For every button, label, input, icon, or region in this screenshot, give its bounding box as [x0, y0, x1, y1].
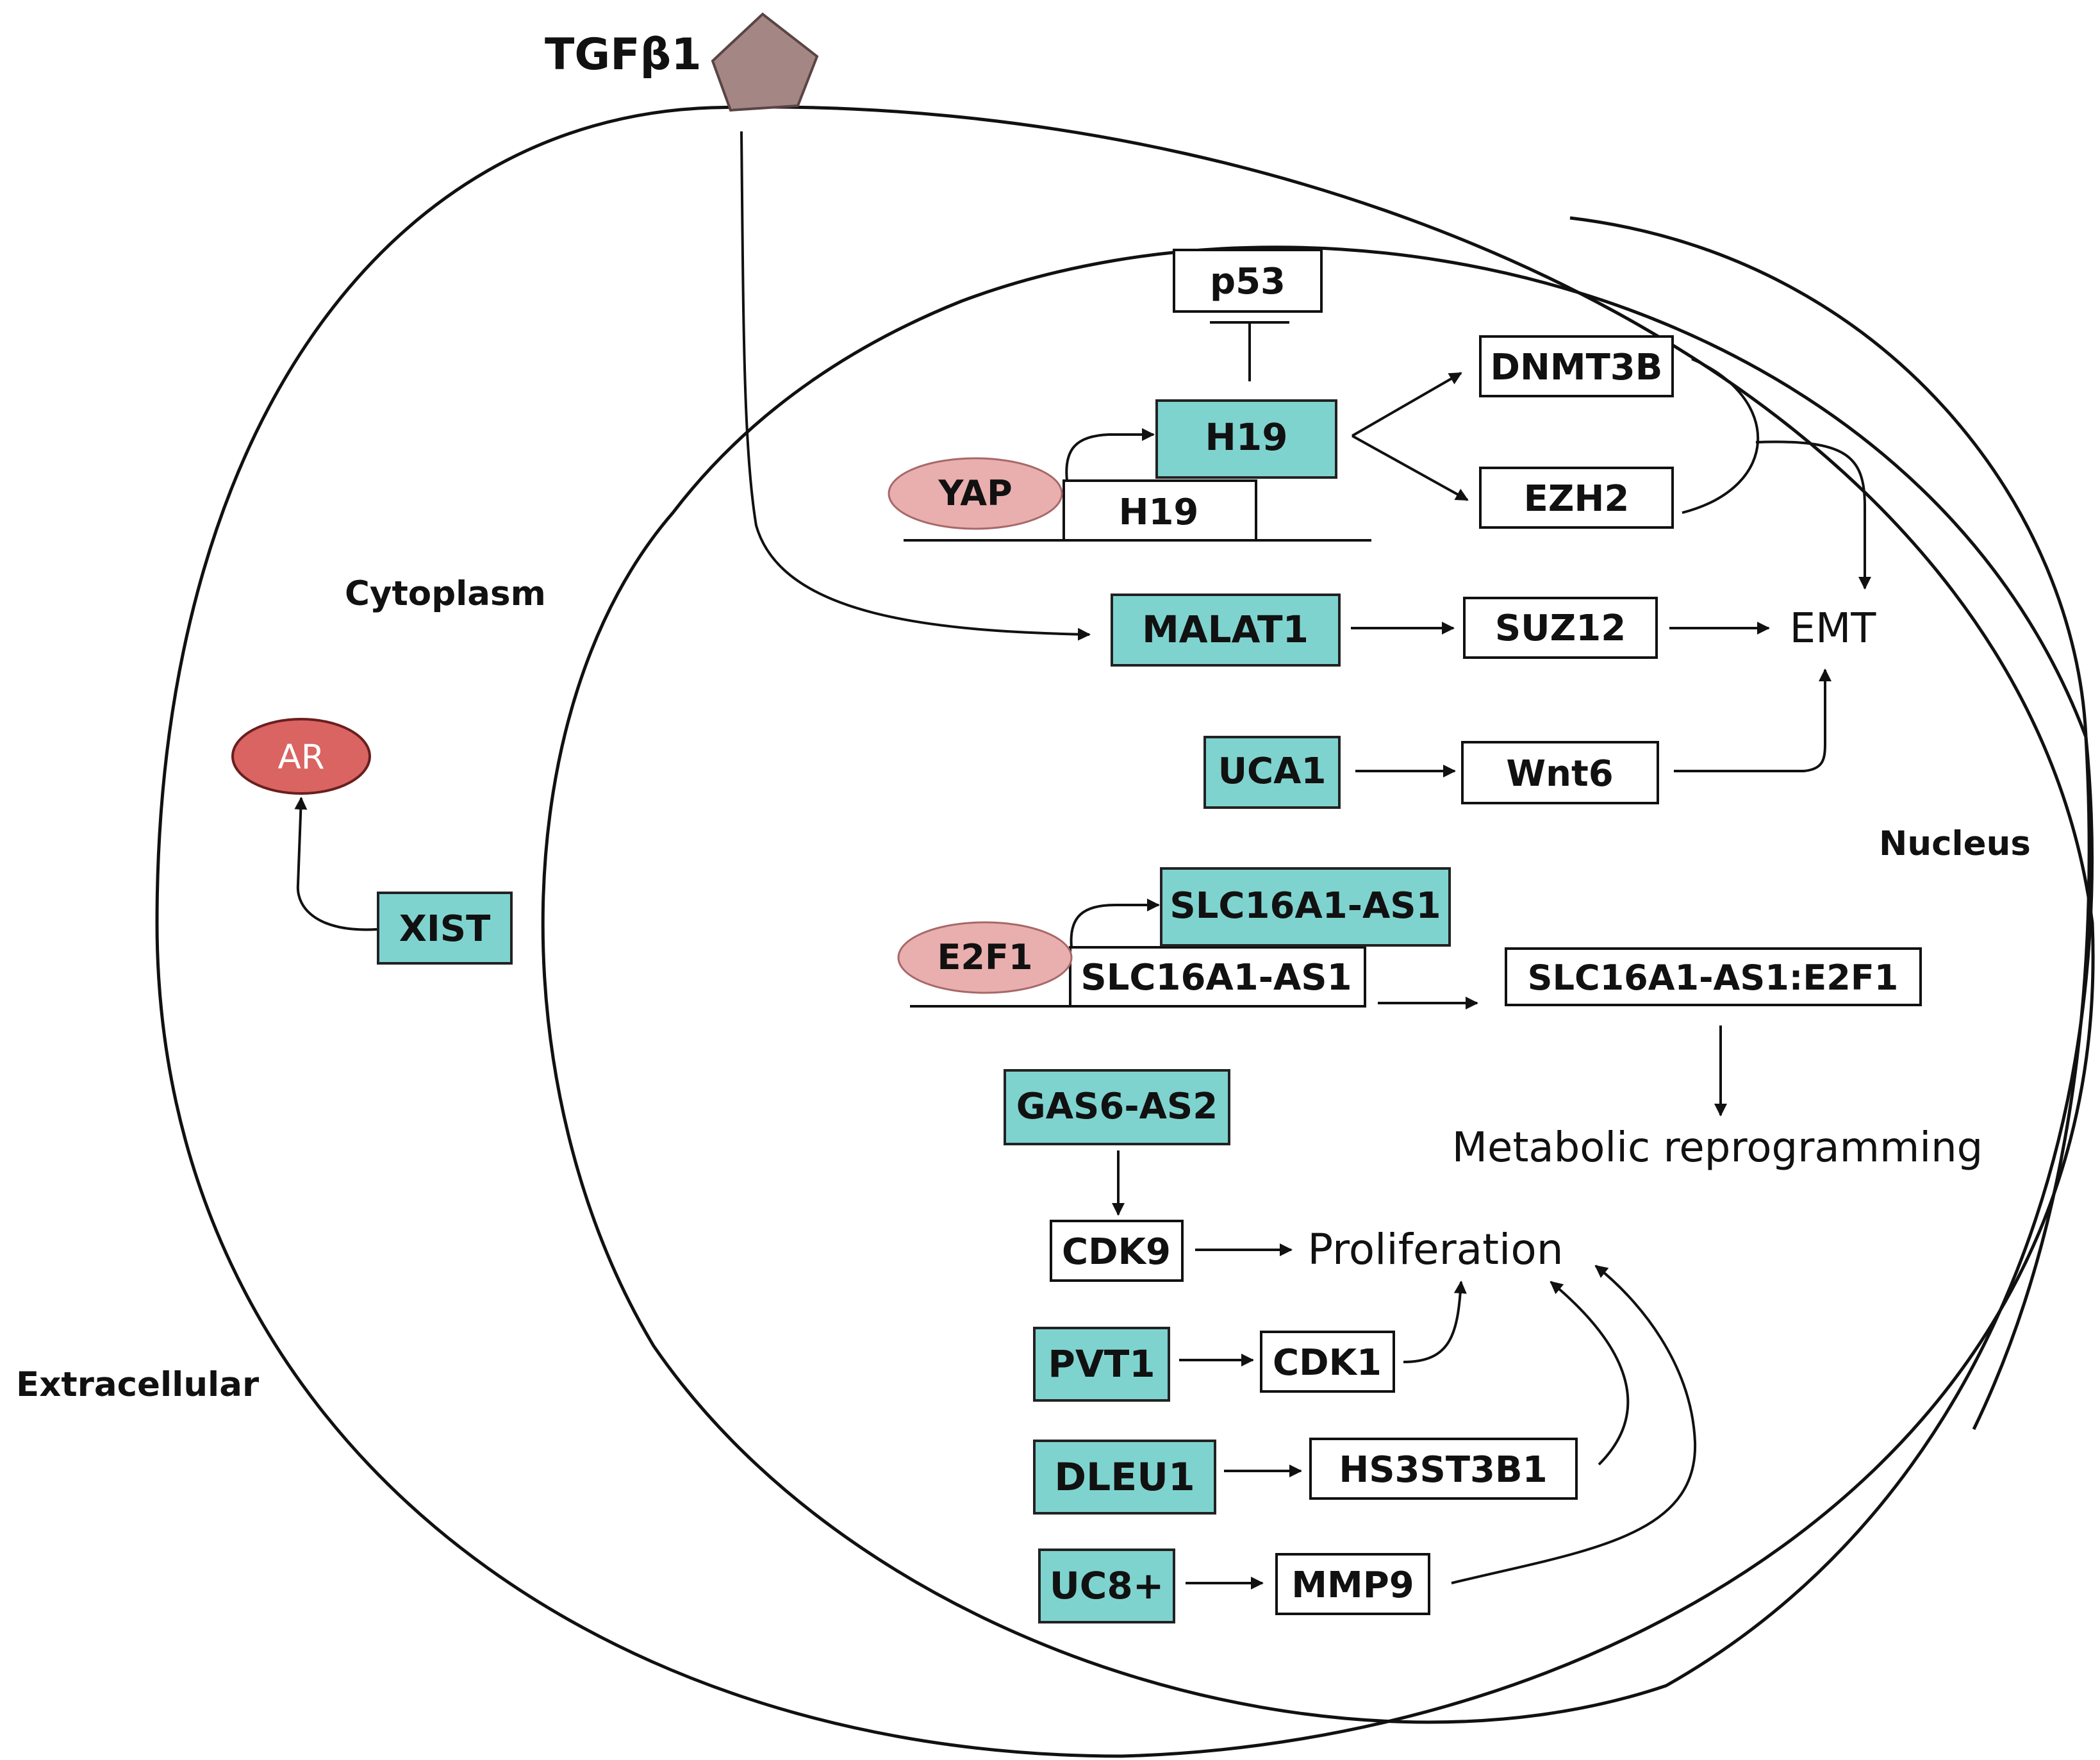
p53-label: p53 [1210, 261, 1286, 303]
gas6-box [1004, 1069, 1230, 1145]
cdk1-to-proliferation-arrow [1403, 1281, 1467, 1363]
tgfb1-pentagon-icon [711, 12, 819, 112]
nuclear-membrane [541, 245, 2094, 1724]
ezh2-label: EZH2 [1524, 478, 1630, 520]
uc8-label: UC8+ [1050, 1564, 1164, 1607]
suz12-box [1463, 597, 1658, 659]
dnmt3b-ezh2-merge-arc [1682, 358, 1760, 514]
uca1-label: UCA1 [1218, 751, 1327, 792]
cdk1-box [1260, 1331, 1395, 1393]
dleu1-label: DLEU1 [1054, 1455, 1195, 1500]
tgfb1-label: TGFβ1 [545, 29, 702, 80]
malat1-label: MALAT1 [1142, 608, 1309, 651]
ezh2-box [1479, 467, 1674, 529]
cell-membrane [155, 105, 2095, 1758]
metabolic-label: Metabolic reprogramming [1452, 1124, 1983, 1172]
h19-rna-box [1155, 399, 1337, 479]
hs3st3b1-to-proliferation-arrow [1550, 1281, 1630, 1466]
nuclear-membrane-outer [1569, 216, 2091, 1431]
dnmt3b-label: DNMT3B [1491, 347, 1663, 388]
xist-to-ar-arrow [294, 797, 377, 931]
mmp9-label: MMP9 [1291, 1565, 1414, 1606]
slc-rna-box [1160, 867, 1451, 947]
hs3st3b1-label: HS3ST3B1 [1339, 1449, 1547, 1491]
h19-gene-box [1062, 479, 1257, 542]
cytoplasm-label: Cytoplasm [345, 574, 546, 613]
slc-complex-box [1505, 947, 1922, 1006]
ar-ellipse [231, 718, 371, 795]
h19-transcription-arrow [1065, 428, 1155, 481]
dnmt3b-box [1479, 335, 1674, 397]
hs3st3b1-box [1309, 1438, 1578, 1500]
uca1-box [1203, 736, 1341, 809]
cdk9-label: CDK9 [1062, 1231, 1171, 1273]
xist-box [377, 892, 513, 965]
suz12-label: SUZ12 [1495, 608, 1626, 649]
tgfb1-to-malat1-arrow [740, 131, 1091, 641]
p53-box [1173, 249, 1323, 313]
h19-gene-label: H19 [1119, 492, 1199, 533]
e2f1-ellipse [897, 921, 1073, 994]
xist-label: XIST [399, 908, 491, 950]
uc8-box [1038, 1548, 1175, 1623]
mmp9-box [1275, 1553, 1430, 1615]
mmp9-to-proliferation-arrow [1451, 1265, 1697, 1584]
gas6-label: GAS6-AS2 [1016, 1086, 1218, 1127]
pvt1-box [1033, 1327, 1170, 1402]
slc-gene-box [1069, 946, 1366, 1008]
wnt6-to-emt-arrow [1674, 668, 1831, 772]
slc-rna-label: SLC16A1-AS1 [1170, 885, 1441, 927]
h19-to-dnmt3b-arrow [1352, 372, 1462, 437]
wnt6-box [1461, 741, 1659, 804]
cdk1-label: CDK1 [1273, 1342, 1382, 1384]
slc-complex-label: SLC16A1-AS1:E2F1 [1528, 958, 1899, 998]
extracellular-label: Extracellular [16, 1365, 259, 1404]
malat1-box [1111, 594, 1341, 667]
yap-ellipse [888, 457, 1063, 530]
slc-gene-label: SLC16A1-AS1 [1080, 957, 1352, 999]
emt-label: EMT [1790, 605, 1877, 652]
h19-to-ezh2-arrow [1352, 435, 1469, 501]
nucleus-label: Nucleus [1879, 824, 2031, 863]
proliferation-label: Proliferation [1307, 1225, 1563, 1274]
yap-label: YAP [938, 473, 1012, 513]
e2f1-label: E2F1 [938, 937, 1033, 977]
wnt6-label: Wnt6 [1506, 753, 1613, 795]
h19-rna-label: H19 [1205, 415, 1287, 459]
pvt1-label: PVT1 [1048, 1342, 1155, 1386]
ar-label: AR [277, 738, 324, 777]
cdk9-box [1050, 1220, 1184, 1282]
dleu1-box [1033, 1440, 1216, 1515]
slc-transcription-arrow [1070, 899, 1160, 948]
dnmt3b-ezh2-to-emt-arrow [1755, 440, 1871, 590]
